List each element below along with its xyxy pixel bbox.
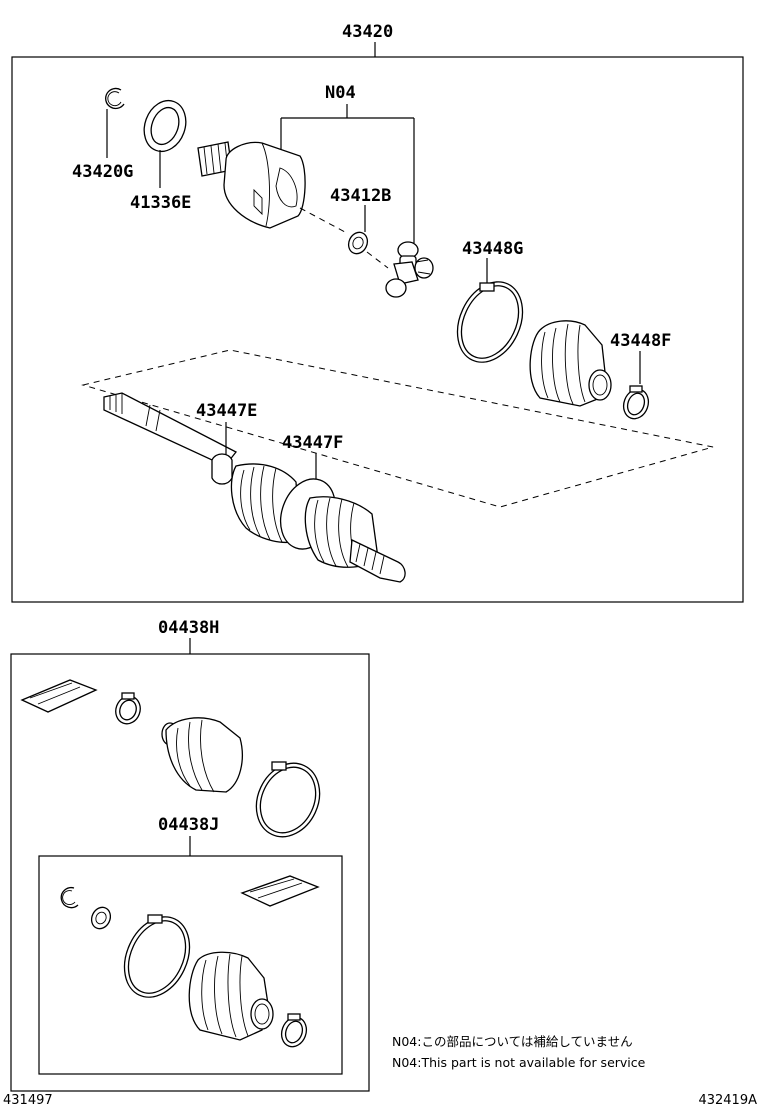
label-n04[interactable]: N04 bbox=[325, 83, 356, 103]
inner-boot-part bbox=[529, 320, 612, 407]
label-43420g[interactable]: 43420G bbox=[72, 162, 133, 182]
note-n04-en: N04:This part is not available for servi… bbox=[392, 1055, 646, 1070]
label-41336e[interactable]: 41336E bbox=[130, 193, 191, 213]
kit-j-boot bbox=[188, 951, 274, 1041]
assembly-box bbox=[11, 56, 744, 603]
seal-part bbox=[143, 99, 187, 153]
circlip-part bbox=[347, 231, 369, 255]
label-43412b[interactable]: 43412B bbox=[330, 186, 391, 206]
kit-h-large-clamp bbox=[255, 761, 321, 838]
kit-j-grease-pack bbox=[240, 875, 320, 907]
label-43447e[interactable]: 43447E bbox=[196, 401, 257, 421]
label-43448f[interactable]: 43448F bbox=[610, 331, 671, 351]
kit-j-box bbox=[38, 855, 343, 1075]
drive-shaft-part bbox=[103, 392, 237, 485]
kit-j-snap-ring bbox=[60, 886, 79, 909]
kit-h-boot bbox=[161, 717, 243, 793]
label-04438j[interactable]: 04438J bbox=[158, 815, 219, 835]
snap-ring-part bbox=[105, 87, 125, 110]
kit-h-small-clamp bbox=[115, 692, 141, 725]
tripod-joint-part bbox=[385, 241, 434, 298]
label-43447f[interactable]: 43447F bbox=[282, 433, 343, 453]
kit-j-small-clamp bbox=[280, 1013, 308, 1048]
label-43420[interactable]: 43420 bbox=[342, 22, 393, 42]
label-04438h[interactable]: 04438H bbox=[158, 618, 219, 638]
kit-j-circlip bbox=[90, 906, 112, 930]
grease-pack-part bbox=[20, 679, 98, 713]
footer-right-code: 432419A bbox=[698, 1093, 757, 1108]
joint-housing-part bbox=[197, 141, 306, 229]
kit-h-box bbox=[10, 653, 370, 1092]
outer-boot-part bbox=[230, 463, 406, 583]
kit-j-large-clamp bbox=[123, 914, 191, 998]
footer-left-code: 431497 bbox=[3, 1093, 53, 1108]
note-n04-jp: N04:この部品については補給していません bbox=[392, 1034, 633, 1049]
label-43448g[interactable]: 43448G bbox=[462, 239, 523, 259]
large-clamp-part bbox=[456, 281, 524, 363]
small-clamp-part bbox=[622, 385, 650, 420]
